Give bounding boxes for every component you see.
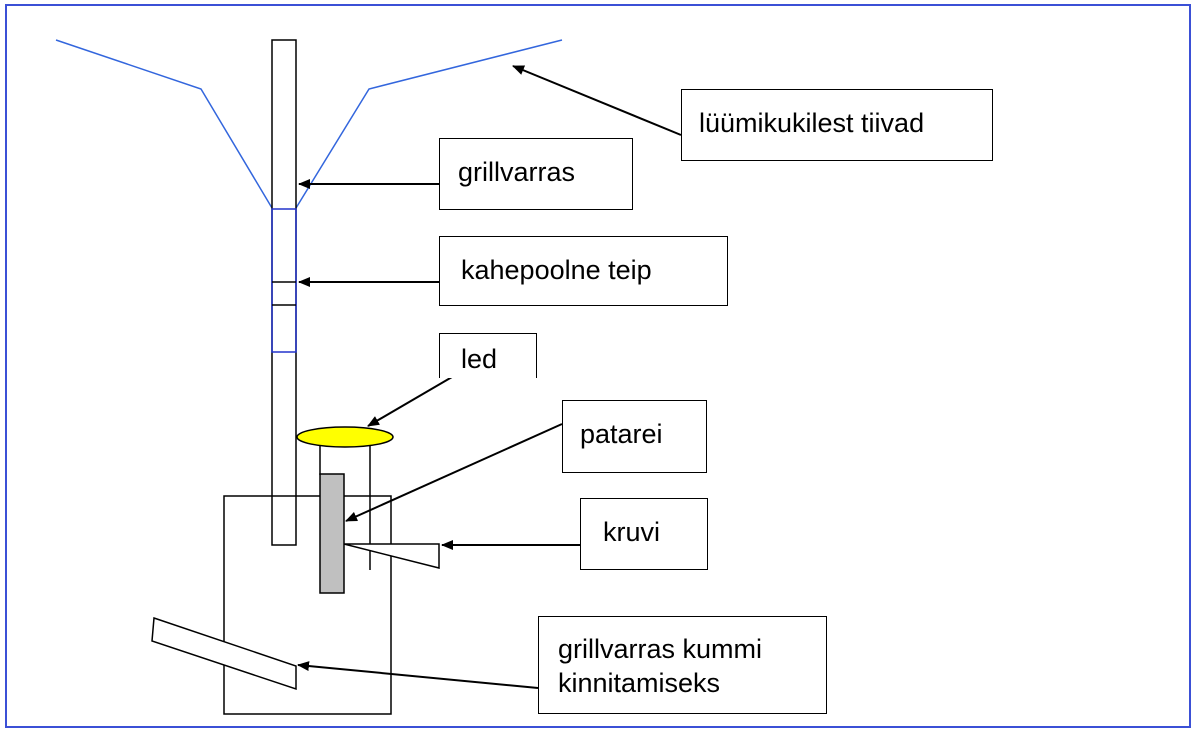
label-skewer-rod-text: grillvarras (458, 157, 576, 187)
arrow-wings (512, 65, 682, 136)
label-led: led (439, 333, 537, 378)
arrow-led (367, 376, 453, 427)
label-skewer-rod: grillvarras (439, 138, 633, 210)
skewer-rod (271, 39, 297, 546)
rubber-band-skewer (151, 616, 297, 691)
wing-left-line (55, 39, 273, 209)
label-double-sided-tape: kahepoolne teip (439, 236, 728, 306)
label-wings-text: lüümikukilest tiivad (699, 108, 925, 138)
screw (343, 543, 440, 569)
label-screw: kruvi (580, 498, 708, 570)
arrow-battery (345, 423, 563, 522)
battery (319, 473, 345, 594)
led (296, 426, 394, 448)
wing-right-line (295, 39, 563, 209)
arrow-rubber-skewer (297, 661, 539, 689)
label-wings: lüümikukilest tiivad (681, 89, 993, 161)
label-battery-text: patarei (580, 419, 663, 449)
double-sided-tape (271, 208, 297, 353)
base-block (223, 495, 392, 715)
outer-frame (5, 4, 1191, 728)
label-rubber-skewer: grillvarras kummi kinnitamiseks (538, 616, 827, 714)
label-double-sided-tape-text: kahepoolne teip (461, 255, 652, 285)
label-rubber-skewer-line2: kinnitamiseks (558, 668, 721, 698)
label-led-text: led (461, 344, 498, 374)
label-rubber-skewer-line1: grillvarras kummi (558, 634, 763, 664)
label-battery: patarei (562, 400, 707, 473)
label-screw-text: kruvi (603, 517, 661, 547)
